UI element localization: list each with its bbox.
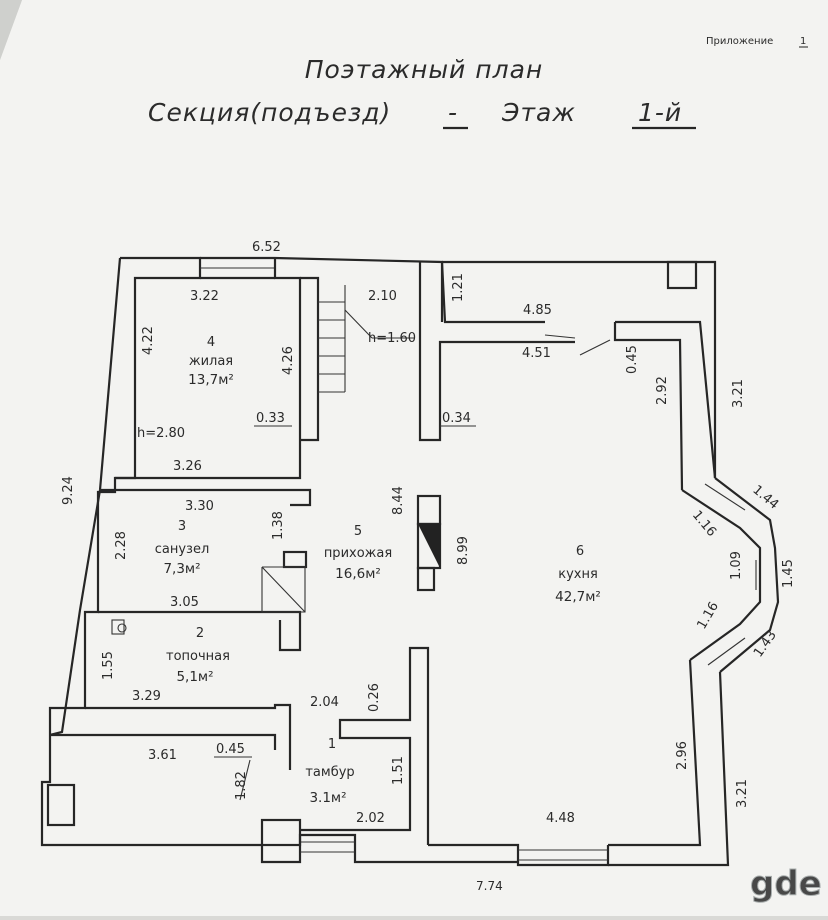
dim-0-45b: 0.45 [216, 742, 245, 757]
dim-7-74: 7.74 [476, 879, 503, 893]
dim-4-51: 4.51 [522, 346, 551, 361]
room-6-area: 42,7м² [555, 589, 601, 605]
room-2-area: 5,1м² [176, 669, 213, 685]
dim-0-34: 0.34 [442, 411, 471, 426]
dim-4-85: 4.85 [523, 303, 552, 318]
room-6-number: 6 [576, 544, 584, 559]
floor-label: Этаж [501, 98, 576, 127]
dim-2-02: 2.02 [356, 811, 385, 826]
dim-3-21b: 3.21 [735, 779, 750, 808]
stair-height: h=1.60 [368, 331, 416, 346]
paper-shadow [0, 0, 22, 60]
room-1-area: 3.1м² [309, 790, 346, 806]
dim-2-10: 2.10 [368, 289, 397, 304]
room-labels: 4 жилая 13,7м² h=2.80 3 санузел 7,3м² 2 … [137, 331, 601, 806]
room-1-name: тамбур [305, 765, 354, 780]
dim-4-48: 4.48 [546, 811, 575, 826]
dim-2-04: 2.04 [310, 695, 339, 710]
room-5-number: 5 [354, 524, 362, 539]
dim-4-26: 4.26 [281, 346, 296, 375]
dim-1-09: 1.09 [729, 551, 744, 580]
dim-8-99: 8.99 [456, 536, 471, 565]
dim-3-21a: 3.21 [731, 379, 746, 408]
appendix-number: 1 [800, 36, 806, 47]
floor-value: 1-й [638, 98, 682, 127]
plan-title: Поэтажный план [305, 55, 544, 84]
dim-3-22: 3.22 [190, 289, 219, 304]
dim-1-21: 1.21 [451, 273, 466, 302]
dim-1-38: 1.38 [271, 511, 286, 540]
watermark-logo: gde [750, 864, 822, 904]
appendix-label: Приложение [706, 36, 773, 47]
dim-1-55: 1.55 [101, 651, 116, 680]
room-4-number: 4 [207, 335, 215, 350]
dim-1-51: 1.51 [391, 756, 406, 785]
room-1-number: 1 [328, 737, 336, 752]
dim-9-24: 9.24 [61, 476, 76, 505]
dim-3-29: 3.29 [132, 689, 161, 704]
room-3-number: 3 [178, 519, 186, 534]
section-label: Секция(подъезд) [148, 98, 391, 127]
dim-1-82: 1.82 [234, 771, 249, 800]
room-5-name: прихожая [324, 546, 392, 561]
room-2-name: топочная [166, 649, 230, 664]
dim-2-28: 2.28 [114, 531, 129, 560]
room-3-area: 7,3м² [163, 561, 200, 577]
dim-3-26: 3.26 [173, 459, 202, 474]
dim-2-92: 2.92 [655, 376, 670, 405]
room-5-area: 16,6м² [335, 566, 381, 582]
dim-3-05: 3.05 [170, 595, 199, 610]
walls [40, 256, 780, 867]
dim-2-96: 2.96 [675, 741, 690, 770]
room-4-height: h=2.80 [137, 426, 185, 441]
dim-1-45: 1.45 [781, 559, 796, 588]
room-4-name: жилая [189, 354, 233, 369]
dim-6-52: 6.52 [252, 240, 281, 255]
dim-4-22: 4.22 [141, 326, 156, 355]
room-6-name: кухня [558, 567, 598, 582]
dim-0-45a: 0.45 [625, 345, 640, 374]
dim-8-44: 8.44 [391, 486, 406, 515]
section-value: - [448, 98, 458, 127]
dim-0-26: 0.26 [367, 683, 382, 712]
dim-3-61: 3.61 [148, 748, 177, 763]
room-2-number: 2 [196, 626, 204, 641]
room-4-area: 13,7м² [188, 372, 234, 388]
dim-3-30: 3.30 [185, 499, 214, 514]
room-3-name: санузел [155, 542, 210, 557]
dim-0-33: 0.33 [256, 411, 285, 426]
